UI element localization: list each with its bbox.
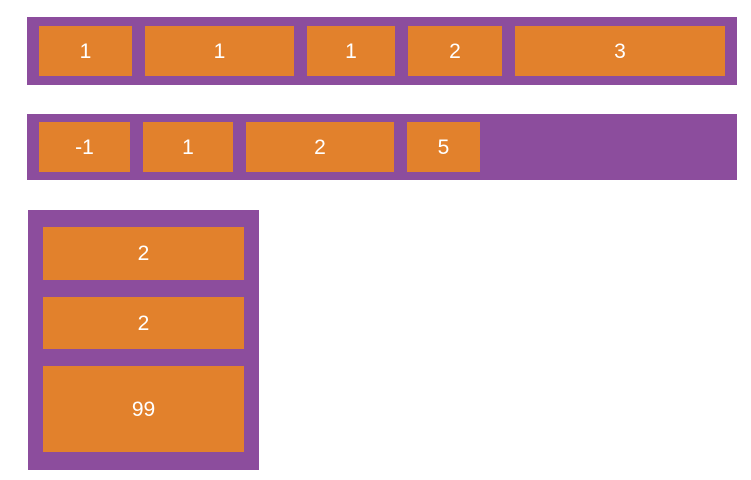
flex-item: 1 — [143, 122, 233, 172]
flex-item: 2 — [246, 122, 394, 172]
flex-item: 1 — [39, 26, 132, 76]
flex-item: 99 — [43, 366, 244, 452]
flex-item: 1 — [307, 26, 395, 76]
flex-item: 3 — [515, 26, 725, 76]
flex-item: -1 — [39, 122, 130, 172]
flex-item: 2 — [43, 227, 244, 280]
flex-container-vertical-column: 2 2 99 — [28, 210, 259, 470]
flex-item: 1 — [145, 26, 294, 76]
flex-item: 2 — [408, 26, 502, 76]
flex-item: 2 — [43, 297, 244, 349]
flex-item: 5 — [407, 122, 480, 172]
